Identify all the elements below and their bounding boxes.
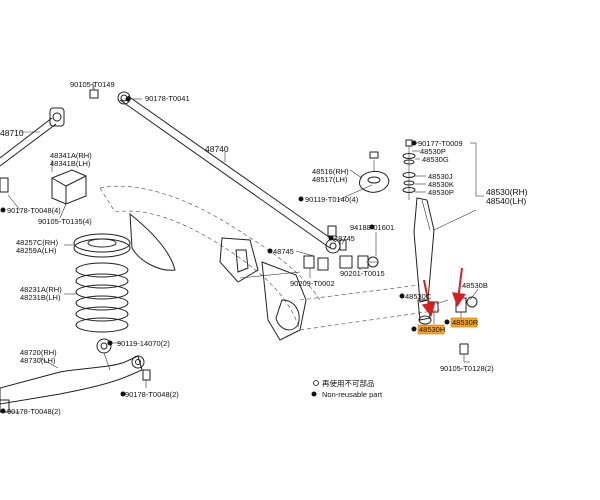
- label-48257c: 48257C(RH): [16, 238, 59, 247]
- label-90177-t0009: 90177-T0009: [418, 139, 463, 148]
- part-labels: 90105-T0149 90178-T0041 48710 48740 4834…: [0, 80, 528, 416]
- leader-lines: [7, 82, 484, 413]
- upper-control-arm-48710: [0, 107, 65, 193]
- label-48710: 48710: [0, 128, 24, 138]
- label-48516: 48516(RH): [312, 167, 349, 176]
- label-48540: 48540(LH): [486, 196, 526, 206]
- label-90105-t0149: 90105-T0149: [70, 80, 115, 89]
- label-90201-t0015: 90201-T0015: [340, 269, 385, 278]
- label-48530b: 48530B: [462, 281, 488, 290]
- lateral-rod-48740: [117, 91, 341, 254]
- label-90178-t0048-2a: 90178-T0048(2): [125, 390, 179, 399]
- label-90105-t0135-4: 90105-T0135(4): [38, 217, 92, 226]
- axle-housing: [99, 185, 441, 341]
- label-48530: 48530(RH): [486, 187, 528, 197]
- legend-jp: 再使用不可部品: [322, 378, 375, 388]
- label-48720: 48720(RH): [20, 348, 57, 357]
- label-48530c: 48530C: [405, 292, 432, 301]
- label-48341a: 48341A(RH): [50, 151, 92, 160]
- label-48530k: 48530K: [428, 180, 454, 189]
- label-48517: 48517(LH): [312, 175, 348, 184]
- legend: 再使用不可部品 Non-reusable part: [313, 378, 383, 399]
- coil-spring-48231a: [75, 262, 129, 333]
- label-94188-01601: 94188-01601: [350, 223, 394, 232]
- bracket-48341: [51, 169, 87, 205]
- label-48530p-b: 48530P: [428, 188, 454, 197]
- label-90105-t0128-2: 90105-T0128(2): [440, 364, 494, 373]
- label-48530g: 48530G: [422, 155, 449, 164]
- label-48530h: 48530H: [419, 325, 445, 334]
- label-90178-t0048-4: 90178-T0048(4): [7, 206, 61, 215]
- non-reusable-markers: [0, 96, 450, 414]
- label-48231a: 48231A(RH): [20, 285, 62, 294]
- label-90178-t0041: 90178-T0041: [145, 94, 190, 103]
- label-48530p-a: 48530P: [420, 147, 446, 156]
- label-48745a: 48745: [273, 247, 294, 256]
- legend-reusable-marker: [313, 380, 319, 386]
- label-90119-14070-2: 90119-14070(2): [117, 339, 170, 348]
- label-48530j: 48530J: [428, 172, 453, 181]
- label-48730: 48730(LH): [20, 356, 56, 365]
- label-48740: 48740: [205, 144, 229, 154]
- label-48530r: 48530R: [452, 318, 479, 327]
- highlight-48530r: [450, 317, 478, 328]
- label-48231b: 48231B(LH): [20, 293, 61, 302]
- lateral-rod-hardware: [89, 85, 379, 271]
- legend-en: Non-reusable part: [322, 390, 383, 399]
- red-arrows: [421, 267, 466, 317]
- spring-seat-48257c: [73, 233, 131, 258]
- lower-control-arm-48720: [0, 338, 151, 413]
- label-48745b: 48745: [334, 234, 355, 243]
- label-90178-t0048-2b: 90178-T0048(2): [7, 407, 61, 416]
- label-48341b: 48341B(LH): [50, 159, 91, 168]
- highlight-48530h: [417, 324, 445, 335]
- label-90209-t0002: 90209-T0002: [290, 279, 335, 288]
- label-48259a: 48259A(LH): [16, 246, 57, 255]
- label-90119-t0140-4: 90119-T0140(4): [305, 195, 359, 204]
- shock-upper-support-48516: [359, 151, 390, 193]
